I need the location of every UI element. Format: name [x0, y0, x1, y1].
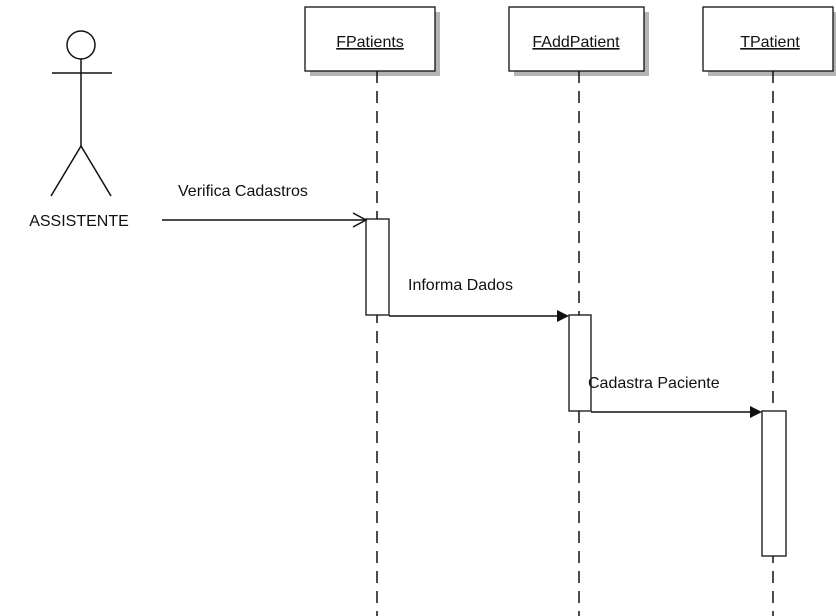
message-verifica-cadastros: Verifica Cadastros: [162, 183, 368, 228]
stick-figure-icon: [50, 30, 112, 197]
message-label: Verifica Cadastros: [178, 183, 308, 200]
actor-name: ASSISTENTE: [29, 213, 129, 230]
object-tpatient: TPatient: [702, 6, 836, 616]
message-label: Cadastra Paciente: [588, 375, 720, 392]
activation-bar-fpatients: [365, 218, 390, 316]
filled-arrowhead-icon: [750, 406, 762, 418]
object-fpatients: FPatients: [304, 6, 440, 616]
object-label: FPatients: [336, 34, 404, 51]
object-box: [304, 6, 436, 72]
activation-bar-tpatient: [761, 410, 787, 557]
filled-arrowhead-icon: [557, 310, 569, 322]
object-label: FAddPatient: [532, 34, 620, 51]
message-informa-dados: Informa Dados: [389, 277, 569, 322]
object-box: [702, 6, 834, 72]
actor-assistente: ASSISTENTE: [29, 30, 129, 230]
message-label: Informa Dados: [408, 277, 513, 294]
activation-bar-faddpatient: [568, 314, 592, 412]
object-label: TPatient: [740, 34, 800, 51]
object-box: [508, 6, 645, 72]
object-faddpatient: FAddPatient: [508, 6, 649, 616]
message-cadastra-paciente: Cadastra Paciente: [588, 375, 762, 418]
open-arrowhead-icon: [352, 212, 368, 228]
